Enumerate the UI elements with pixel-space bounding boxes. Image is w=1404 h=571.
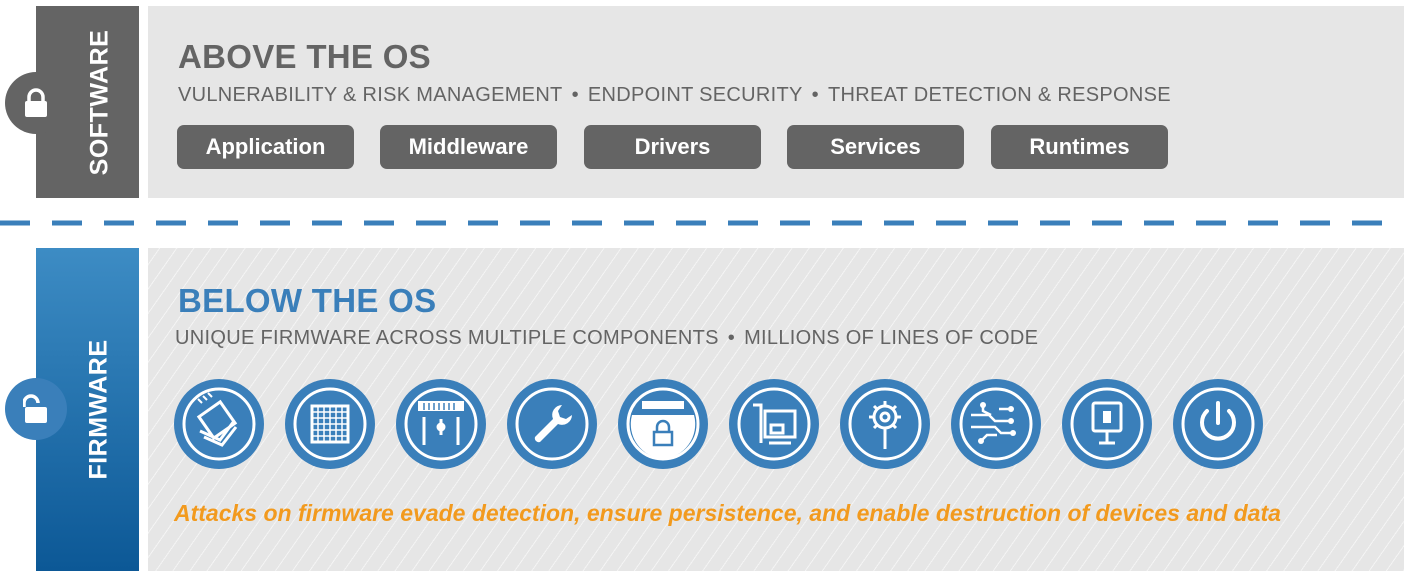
above-os-title: ABOVE THE OS xyxy=(178,38,431,75)
software-tab-label: SOFTWARE xyxy=(85,29,114,175)
separator-dot: • xyxy=(727,327,736,349)
processor-grid-icon xyxy=(285,379,375,469)
expansion-card-icon xyxy=(729,379,819,469)
firmware-warning: Attacks on firmware evade detection, ens… xyxy=(174,500,1281,526)
wrench-icon xyxy=(507,379,597,469)
firmware-subtitle: UNIQUE FIRMWARE ACROSS MULTIPLE COMPONEN… xyxy=(175,327,1038,350)
power-icon xyxy=(1173,379,1263,469)
pill-runtimes: Runtimes xyxy=(991,125,1168,169)
lock-closed-icon xyxy=(5,72,67,134)
subtitle-item: VULNERABILITY & RISK MANAGEMENT xyxy=(178,84,563,106)
lock-open-icon xyxy=(5,378,67,440)
pill-middleware: Middleware xyxy=(380,125,557,169)
pill-drivers: Drivers xyxy=(584,125,761,169)
below-os-title: BELOW THE OS xyxy=(178,282,437,319)
subtitle-item: MILLIONS OF LINES OF CODE xyxy=(744,327,1039,349)
firmware-component-icons xyxy=(174,379,1274,469)
circuit-board-icon xyxy=(951,379,1041,469)
subtitle-item: UNIQUE FIRMWARE ACROSS MULTIPLE COMPONEN… xyxy=(175,327,719,349)
secure-memory-icon xyxy=(618,379,708,469)
pill-services: Services xyxy=(787,125,964,169)
firmware-tab-label: FIRMWARE xyxy=(85,339,114,480)
subtitle-item: THREAT DETECTION & RESPONSE xyxy=(827,84,1171,106)
subtitle-item: ENDPOINT SECURITY xyxy=(587,84,803,106)
chip-stack-icon xyxy=(174,379,264,469)
gear-component-icon xyxy=(840,379,930,469)
dashed-divider xyxy=(0,220,1404,226)
separator-dot: • xyxy=(571,84,579,106)
storage-drive-icon xyxy=(1062,379,1152,469)
pill-application: Application xyxy=(177,125,354,169)
software-subtitle: VULNERABILITY & RISK MANAGEMENT • ENDPOINT… xyxy=(178,84,1171,107)
software-band xyxy=(148,6,1404,198)
separator-dot: • xyxy=(811,84,819,106)
memory-module-icon xyxy=(396,379,486,469)
